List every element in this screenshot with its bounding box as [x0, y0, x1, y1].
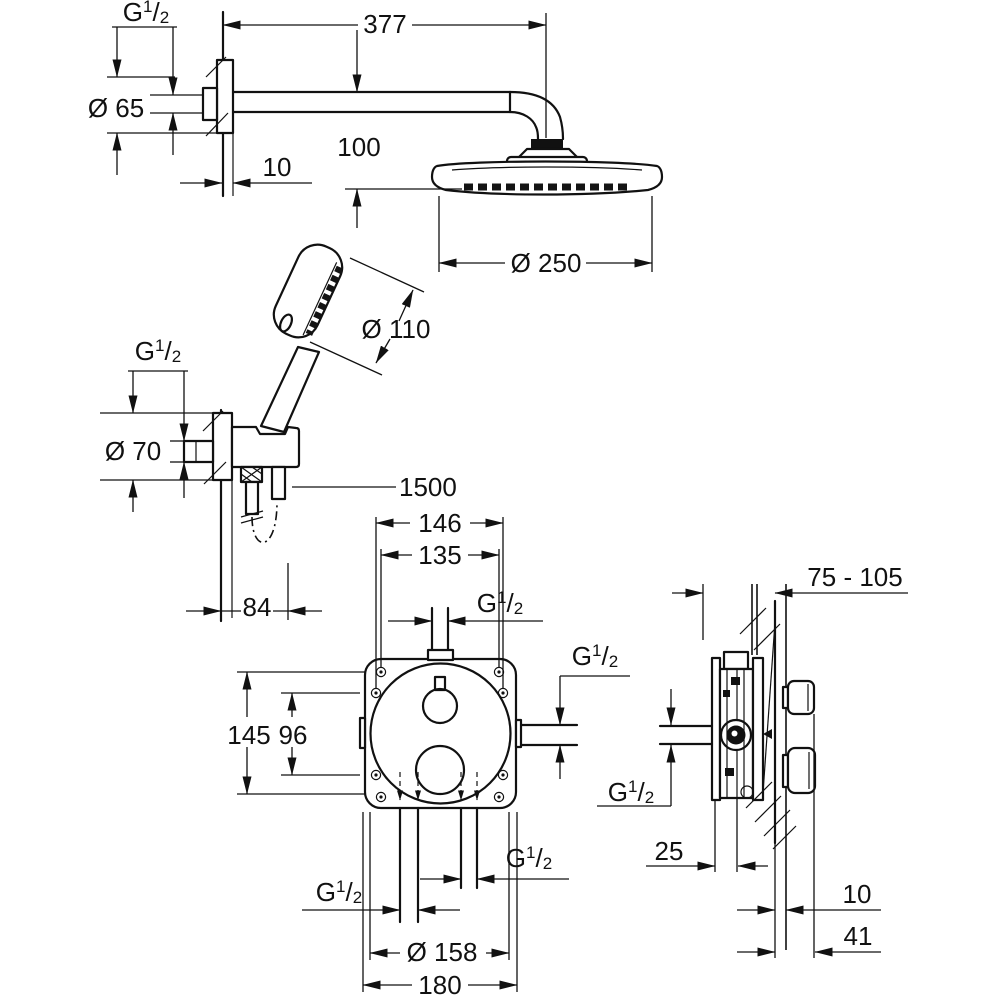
temperature-handle-side	[786, 679, 816, 716]
dim-arm-thread-label: G1/2	[123, 0, 169, 27]
hand-shower-view	[100, 243, 344, 623]
dim-min-clearance-label: 25	[655, 836, 684, 866]
dim-wall-thickness-label: 10	[843, 879, 872, 909]
dim-hand-escutcheon-dia-label: Ø 70	[105, 436, 161, 466]
dim-bracket-offset-label: 84	[243, 592, 272, 622]
spray-mode-button	[278, 313, 294, 333]
mixer-front-dimensions: 146 135 G1/2 145 96 G1/2 G1/2 Ø 158	[226, 508, 676, 1000]
dim-plate-dia-label: Ø 158	[407, 937, 478, 967]
mixer-side-view	[658, 584, 817, 950]
dim-hose-length-label: 1500	[399, 472, 457, 502]
volume-spindle	[414, 744, 466, 796]
dim-height-outer-label: 145	[227, 720, 270, 750]
thermostat-body-circle	[369, 662, 512, 805]
mixer-side-dimensions: 75 - 105 25 10 41	[646, 562, 908, 958]
dim-top-thread-label: G1/2	[477, 588, 523, 618]
head-shower-view	[107, 10, 664, 198]
hidden-port-lines	[397, 772, 480, 801]
wall-bracket	[230, 425, 301, 469]
shower-head-nut	[531, 139, 563, 149]
dim-bottom-right-thread-label: G1/2	[506, 843, 552, 873]
dim-right-port-thread-label: G1/2	[572, 641, 618, 671]
temperature-spindle	[421, 687, 459, 725]
volume-handle-side	[786, 746, 817, 795]
dim-width-outer-label: 146	[418, 508, 461, 538]
dim-bottom-left-thread-label: G1/2	[316, 877, 362, 907]
dim-side-stub-thread-label: G1/2	[608, 777, 654, 807]
hand-shower-handle	[259, 345, 321, 434]
dim-hand-thread-label: G1/2	[135, 336, 181, 366]
dim-width-inner-label: 135	[418, 540, 461, 570]
shower-hose	[251, 501, 278, 544]
dim-hand-dia-label: Ø 110	[362, 314, 431, 344]
dim-plate-width-label: 180	[418, 970, 461, 1000]
side-port	[719, 718, 753, 752]
mixer-front-view	[358, 606, 579, 924]
head-shower-dimensions: 377 G1/2 Ø 65 10 100 Ø 250	[88, 0, 653, 278]
dim-arm-escutcheon-dia-label: Ø 65	[88, 93, 144, 123]
hand-shower-head	[272, 243, 344, 339]
wall-hatching	[739, 607, 797, 850]
dim-knob-depth-label: 41	[844, 921, 873, 951]
dim-arm-offset-label: 10	[263, 152, 292, 182]
dim-install-depth-label: 75 - 105	[807, 562, 902, 592]
dim-height-inner-label: 96	[279, 720, 308, 750]
hose-outlet	[270, 465, 287, 501]
dim-head-dia-label: Ø 250	[511, 248, 582, 278]
hand-shower-dimensions: G1/2 Ø 70 Ø 110 1500 84	[105, 257, 457, 622]
dim-arm-length-label: 377	[363, 9, 406, 39]
dim-head-drop-label: 100	[337, 132, 380, 162]
